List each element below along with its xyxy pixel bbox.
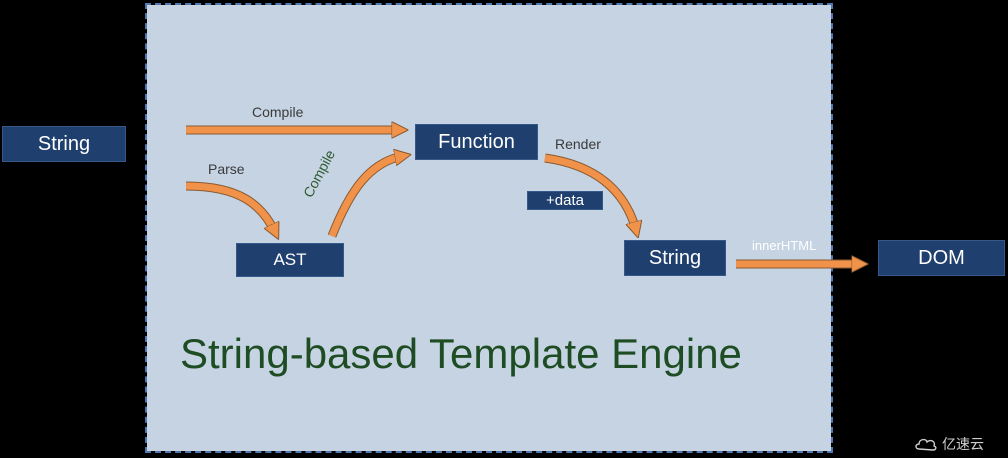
output-string-node: String [624, 240, 726, 276]
template-engine-panel [145, 3, 833, 453]
ast-node: AST [236, 243, 344, 277]
compile-diagonal-arrow [327, 151, 404, 238]
innerhtml-label: innerHTML [752, 238, 817, 253]
data-badge: +data [527, 191, 603, 210]
engine-title: String-based Template Engine [180, 330, 742, 377]
function-node: Function [415, 124, 538, 160]
compile-label: Compile [252, 104, 304, 120]
watermark: 亿速云 [914, 434, 984, 454]
dom-node: DOM [878, 240, 1005, 276]
input-string-node: String [2, 126, 126, 162]
parse-label: Parse [208, 161, 245, 177]
cloud-logo-icon [915, 438, 937, 451]
watermark-text: 亿速云 [942, 437, 984, 453]
render-label: Render [555, 136, 601, 152]
